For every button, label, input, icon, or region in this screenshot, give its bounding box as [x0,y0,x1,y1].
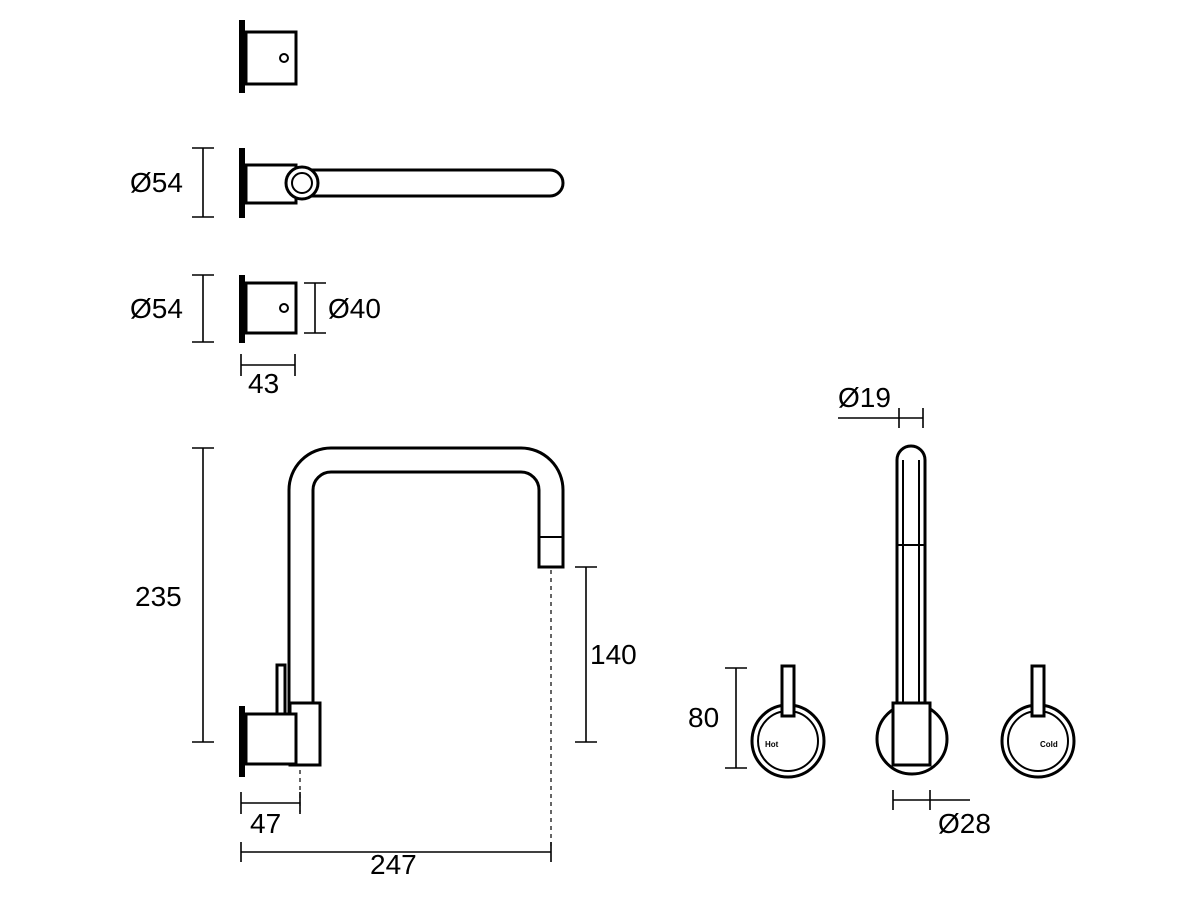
dimension-47: 47 [240,792,301,839]
mixer-side-view [239,275,298,343]
label-cold: Cold [1040,740,1058,749]
label-d28: Ø28 [938,808,991,839]
spout-side-view [239,148,565,218]
dimension-d28: Ø28 [892,790,991,839]
label-140: 140 [590,639,637,670]
spout-elevation-view [239,446,565,846]
dimension-247: 247 [240,842,552,880]
label-d19: Ø19 [838,382,891,413]
dimension-43: 43 [240,354,296,399]
label-235: 235 [135,581,182,612]
dimension-d54-mixer: Ø54 [130,274,214,343]
label-d54-mixer: Ø54 [130,293,183,324]
dimension-80: 80 [688,667,747,769]
dimension-d54-spout: Ø54 [130,147,214,218]
dimension-235: 235 [135,447,214,743]
label-d40: Ø40 [328,293,381,324]
label-hot: Hot [765,740,779,749]
hot-handle-front-view: Hot [750,664,826,779]
label-47: 47 [250,808,281,839]
dimension-140: 140 [575,566,637,743]
cold-handle-front-view: Cold [1000,664,1076,779]
dimension-d19: Ø19 [838,382,924,428]
spout-front-view [875,444,949,776]
label-d54-spout: Ø54 [130,167,183,198]
label-80: 80 [688,702,719,733]
dimension-d40: Ø40 [304,282,381,334]
top-handle-side-view [239,20,298,93]
label-43: 43 [248,368,279,399]
label-247: 247 [370,849,417,880]
